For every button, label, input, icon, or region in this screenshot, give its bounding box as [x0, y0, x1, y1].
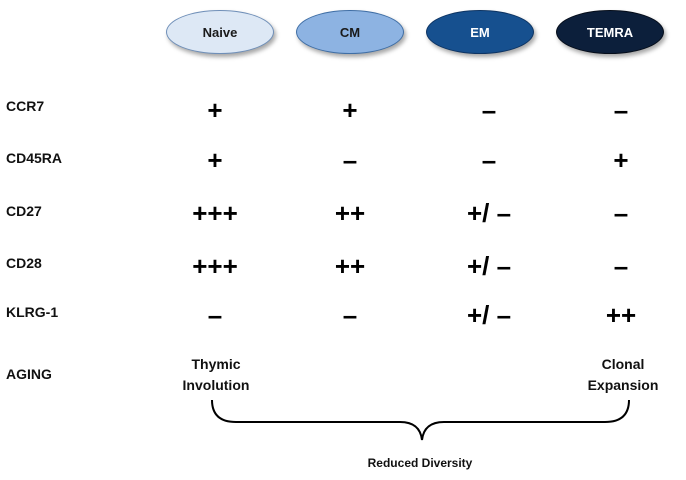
clonal-expansion-note: Clonal Expansion [563, 354, 683, 396]
reduced-diversity-caption: Reduced Diversity [367, 456, 473, 470]
cell-cd28-cm: ++ [334, 251, 366, 281]
cell-cd27-em: +/ – [466, 198, 512, 228]
cell-cd45ra-naive: + [207, 145, 223, 175]
cell-cd27-cm: ++ [334, 198, 366, 228]
row-label-cd45ra: CD45RA [6, 150, 63, 166]
cell-klrg1-cm: – [342, 300, 358, 330]
cell-ccr7-temra: – [613, 95, 629, 125]
temra-oval: TEMRA [556, 10, 664, 54]
row-label-ccr7: CCR7 [6, 98, 45, 114]
involution-line: Involution [182, 377, 250, 393]
row-label-cd27: CD27 [6, 203, 42, 219]
cell-ccr7-em: – [481, 95, 497, 125]
brace-path [211, 399, 630, 441]
cell-klrg1-temra: ++ [605, 300, 637, 330]
cell-cd45ra-cm: – [342, 145, 358, 175]
cell-ccr7-cm: + [342, 95, 358, 125]
em-label: EM [470, 24, 490, 40]
expansion-line: Expansion [587, 377, 659, 393]
cell-cd45ra-em: – [481, 145, 497, 175]
cell-cd27-temra: – [613, 198, 629, 228]
naive-oval: Naive [166, 10, 274, 54]
row-label-cd28: CD28 [6, 255, 42, 271]
cell-cd45ra-temra: + [613, 145, 629, 175]
cell-cd27-naive: +++ [192, 198, 238, 228]
cm-oval: CM [296, 10, 404, 54]
cm-label: CM [339, 24, 361, 40]
naive-label: Naive [202, 24, 238, 40]
cell-cd28-temra: – [613, 251, 629, 281]
cell-cd28-naive: +++ [192, 251, 238, 281]
cell-klrg1-naive: – [207, 300, 223, 330]
thymic-line: Thymic [191, 356, 241, 372]
temra-label: TEMRA [586, 24, 634, 40]
row-label-aging: AGING [6, 366, 52, 382]
thymic-involution-note: Thymic Involution [156, 354, 276, 396]
cell-klrg1-em: +/ – [466, 300, 512, 330]
cell-cd28-em: +/ – [466, 251, 512, 281]
row-label-klrg1: KLRG-1 [6, 304, 59, 320]
em-oval: EM [426, 10, 534, 54]
cell-ccr7-naive: + [207, 95, 223, 125]
clonal-line: Clonal [601, 356, 645, 372]
